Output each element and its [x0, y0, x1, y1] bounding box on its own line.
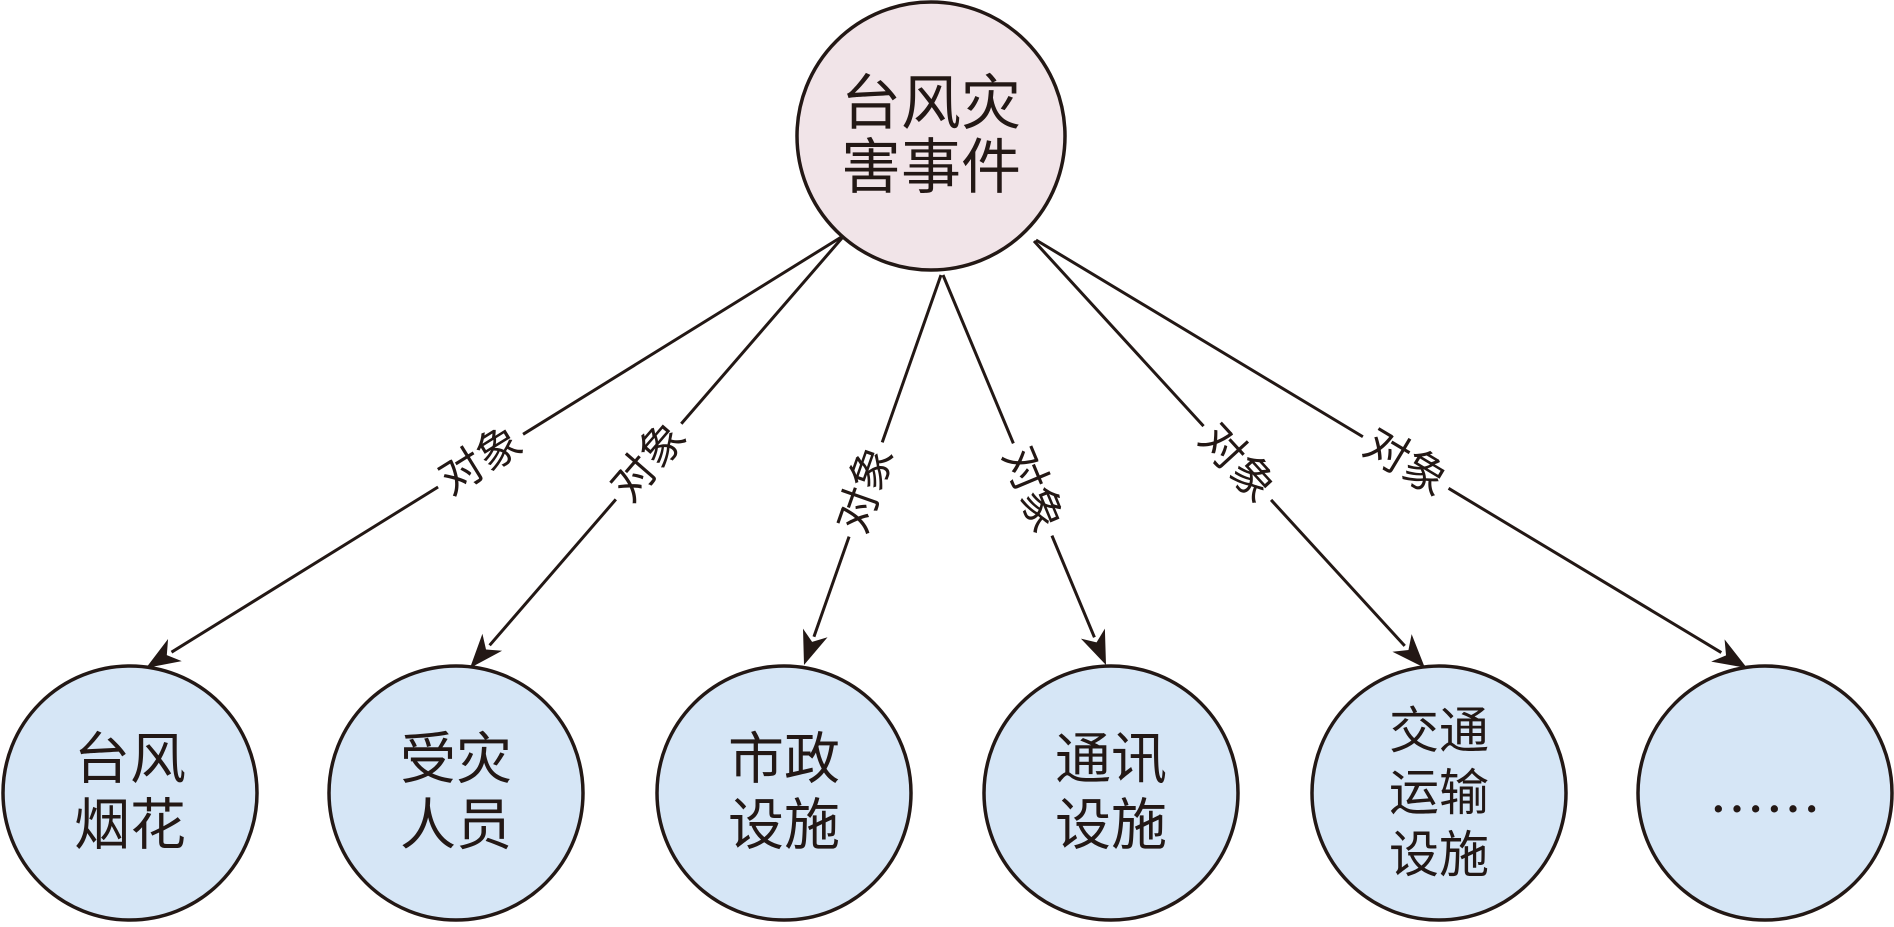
child-node-circle-5	[1636, 664, 1894, 922]
child-node-circle-3	[982, 664, 1240, 922]
edge-label-0: 对象	[430, 416, 532, 506]
child-node-circle-0	[1, 664, 259, 922]
edge-label-4: 对象	[1189, 413, 1286, 512]
child-node-label-3-line-0: 通讯	[1055, 728, 1167, 793]
child-node-label-4-line-1: 运输	[1389, 764, 1489, 822]
child-node-label-4-line-0: 交通	[1389, 702, 1489, 760]
arrow-head-2	[803, 628, 828, 665]
edge-label-3: 对象	[992, 439, 1073, 540]
child-node-label-2-line-0: 市政	[728, 728, 840, 793]
edge-line-upper-3	[941, 274, 1015, 444]
root-node-label-line-1: 害事件	[841, 133, 1021, 203]
child-node-circle-4	[1310, 664, 1568, 922]
child-node-label-1-line-0: 受灾	[400, 728, 512, 793]
edge-line-lower-0	[170, 485, 439, 654]
arrow-head-1	[470, 633, 503, 668]
edge-line-upper-1	[680, 237, 844, 425]
child-node-label-5-line-0: ……	[1709, 761, 1821, 826]
edge-line-lower-5	[1447, 487, 1723, 654]
child-node-label-1-line-1: 人员	[400, 794, 512, 859]
child-node-circle-2	[655, 664, 913, 922]
edge-line-lower-3	[1050, 535, 1096, 638]
arrow-head-5	[1711, 639, 1747, 668]
edge-line-upper-5	[1035, 238, 1364, 439]
child-node-label-3-line-1: 设施	[1055, 794, 1167, 859]
edge-label-2: 对象	[827, 439, 904, 539]
child-node-label-0-line-0: 台风	[74, 728, 186, 793]
arrow-head-0	[146, 639, 182, 668]
edge-line-upper-0	[522, 234, 844, 436]
root-node-circle	[795, 0, 1067, 272]
child-node-5: ……	[1636, 664, 1894, 922]
edges-layer: 对象对象对象对象对象对象	[146, 234, 1747, 668]
child-node-label-2-line-1: 设施	[728, 794, 840, 859]
edge-line-lower-2	[812, 536, 851, 638]
edge-line-upper-4	[1032, 239, 1205, 428]
edge-line-lower-1	[488, 498, 617, 647]
root-node-label-line-0: 台风灾	[841, 69, 1021, 139]
edge-line-lower-4	[1269, 498, 1406, 647]
child-node-label-4-line-2: 设施	[1389, 826, 1489, 884]
child-node-circle-1	[327, 664, 585, 922]
edge-label-5: 对象	[1355, 418, 1457, 507]
arrow-head-4	[1392, 634, 1425, 668]
edge-line-upper-2	[880, 274, 943, 443]
edge-label-1: 对象	[601, 412, 697, 512]
arrow-head-3	[1080, 628, 1106, 665]
child-node-label-0-line-1: 烟花	[74, 794, 186, 859]
